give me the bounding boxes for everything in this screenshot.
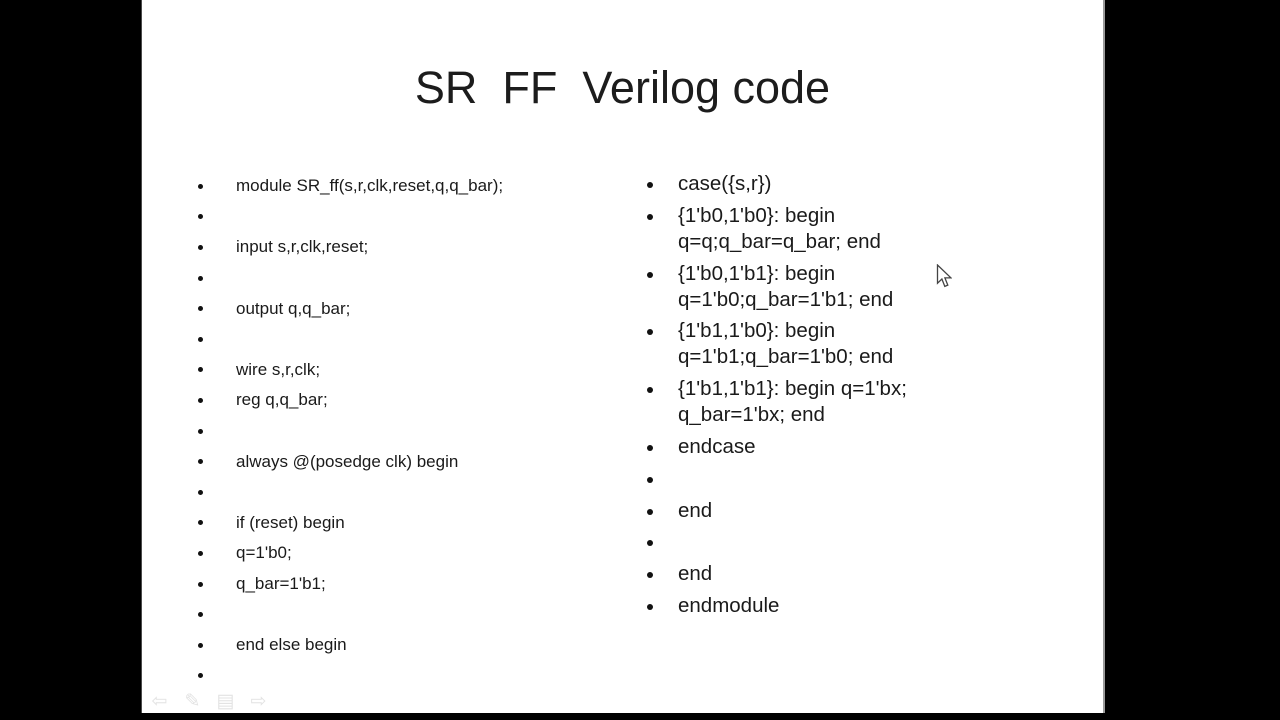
code-line: end	[678, 562, 713, 586]
slide: SR FF Verilog code module SR_ff(s,r,clk,…	[141, 0, 1105, 713]
bullet-item: wire s,r,clk;	[198, 355, 628, 386]
code-line: {1'b1,1'b1}: begin q=1'bx;q_bar=1'bx; en…	[678, 377, 907, 427]
bullet-item: output q,q_bar;	[198, 293, 628, 324]
bullet-icon	[198, 202, 236, 233]
bullet-icon	[647, 498, 678, 515]
bullet-item: if (reset) begin	[198, 508, 628, 539]
bullet-item	[647, 466, 1087, 492]
bullet-icon	[647, 376, 678, 393]
code-line: endcase	[678, 434, 756, 458]
slide-menu-icon[interactable]: ▤	[216, 691, 235, 712]
code-line: q=1'b0;	[236, 543, 292, 563]
pen-tool-icon[interactable]: ✎	[184, 691, 201, 712]
bullet-icon	[198, 477, 236, 508]
bullet-icon	[647, 171, 678, 188]
bullet-item: case({s,r})	[647, 171, 1087, 197]
bullet-item	[198, 263, 628, 294]
bullet-icon	[198, 661, 236, 692]
bullet-icon	[198, 446, 236, 477]
code-line: output q,q_bar;	[236, 298, 351, 318]
bullet-icon	[647, 593, 678, 610]
bullet-icon	[198, 599, 236, 630]
bullet-item: endmodule	[647, 593, 1087, 619]
bullet-item: input s,r,clk,reset;	[198, 232, 628, 263]
bullet-item	[198, 661, 628, 692]
bullet-item	[198, 416, 628, 447]
bullet-item: end	[647, 498, 1087, 524]
bullet-icon	[198, 385, 236, 416]
bullet-icon	[647, 561, 678, 578]
bullet-icon	[198, 232, 236, 263]
bullet-icon	[647, 529, 678, 546]
next-slide-arrow-icon[interactable]: ⇨	[250, 691, 267, 712]
bullet-item: q_bar=1'b1;	[198, 569, 628, 600]
previous-slide-arrow-icon[interactable]: ⇦	[151, 691, 168, 712]
bullet-item: endcase	[647, 434, 1087, 460]
bullet-item: reg q,q_bar;	[198, 385, 628, 416]
bullet-icon	[647, 466, 678, 483]
presenter-controls: ⇦ ✎ ▤ ⇨	[149, 692, 269, 711]
bullet-icon	[198, 293, 236, 324]
code-line: end	[678, 498, 713, 522]
bullet-icon	[198, 416, 236, 447]
code-line: wire s,r,clk;	[236, 359, 321, 379]
bullet-icon	[198, 508, 236, 539]
code-line: input s,r,clk,reset;	[236, 237, 369, 257]
left-column: module SR_ff(s,r,clk,reset,q,q_bar);inpu…	[198, 171, 628, 691]
code-line: if (reset) begin	[236, 512, 345, 532]
bullet-icon	[198, 538, 236, 569]
code-line: case({s,r})	[678, 172, 772, 195]
code-line: always @(posedge clk) begin	[236, 451, 459, 471]
slide-title: SR FF Verilog code	[414, 62, 831, 113]
bullet-icon	[198, 171, 236, 202]
code-line: module SR_ff(s,r,clk,reset,q,q_bar);	[236, 176, 504, 196]
code-line: reg q,q_bar;	[236, 390, 328, 410]
bullet-item	[198, 599, 628, 630]
bullet-icon	[647, 203, 678, 220]
bullet-icon	[647, 261, 678, 278]
bullet-icon	[198, 324, 236, 355]
bullet-icon	[647, 318, 678, 335]
bullet-item: {1'b1,1'b1}: begin q=1'bx;q_bar=1'bx; en…	[647, 376, 1087, 428]
bullet-icon	[198, 630, 236, 661]
bullet-item: end else begin	[198, 630, 628, 661]
bullet-item: q=1'b0;	[198, 538, 628, 569]
bullet-item: module SR_ff(s,r,clk,reset,q,q_bar);	[198, 171, 628, 202]
bullet-item: end	[647, 561, 1087, 587]
code-line: endmodule	[678, 593, 780, 617]
bullet-item	[198, 324, 628, 355]
code-line: q_bar=1'b1;	[236, 574, 326, 594]
bullet-item	[198, 477, 628, 508]
bullet-icon	[198, 355, 236, 386]
bullet-icon	[198, 263, 236, 294]
bullet-icon	[198, 569, 236, 600]
bullet-item	[647, 529, 1087, 555]
bullet-icon	[647, 434, 678, 451]
bullet-item	[198, 202, 628, 233]
bullet-item: always @(posedge clk) begin	[198, 446, 628, 477]
code-line: end else begin	[236, 635, 347, 655]
